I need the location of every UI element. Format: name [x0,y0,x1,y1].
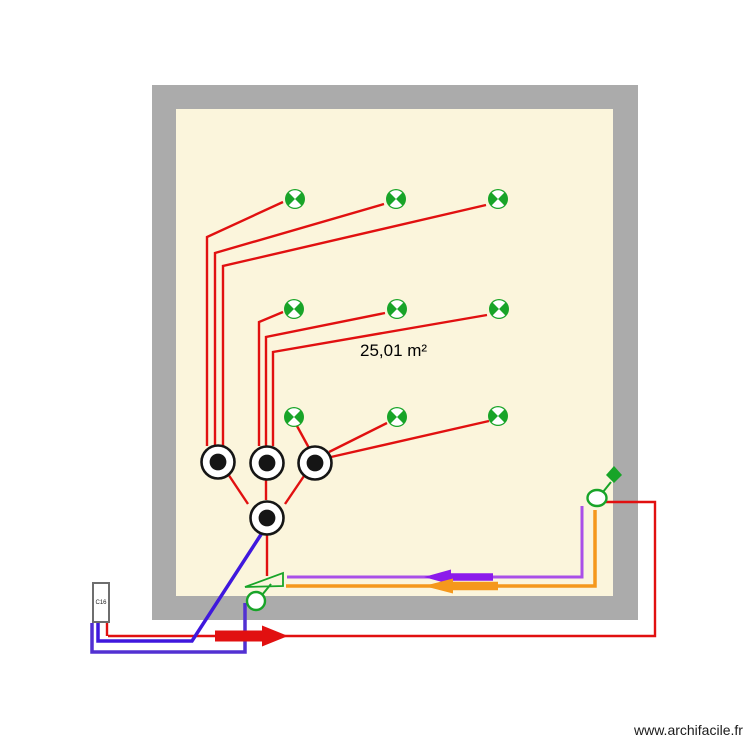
red-wire [264,311,386,446]
red-wire [205,200,284,446]
watermark-text: www.archifacile.fr [634,722,743,738]
ceiling-spotlight-icon[interactable] [489,299,509,319]
ceiling-spotlight-icon[interactable] [488,189,508,209]
ceiling-spotlight-icon[interactable] [387,299,407,319]
ceiling-spotlight-icon[interactable] [387,407,407,427]
switch-icon[interactable] [297,445,333,481]
ceiling-spotlight-icon[interactable] [285,189,305,209]
red-wire [328,421,388,454]
red-wire [221,203,487,446]
cable-outlet-icon[interactable] [586,466,623,508]
red-wire [227,473,249,505]
blue-wire [96,532,264,643]
ceiling-spotlight-icon[interactable] [284,407,304,427]
ceiling-spotlight-icon[interactable] [386,189,406,209]
switch-icon[interactable] [200,444,236,480]
red-wire [213,202,385,446]
orange-flow-arrow [424,578,498,594]
circuit-breaker-label: C16 [95,599,107,606]
purple-wire [287,506,584,579]
ceiling-spotlight-icon[interactable] [488,406,508,426]
circuit-breaker[interactable]: C16 [92,582,110,623]
red-wire [108,500,657,638]
red-wire [295,425,311,449]
switch-icon[interactable] [249,445,285,481]
red-wire [284,475,305,505]
orange-wire [286,510,597,588]
ceiling-spotlight-icon[interactable] [284,299,304,319]
red-wire [271,313,488,446]
room-area-label[interactable]: 25,01 m² [360,341,428,360]
red-wire [330,419,490,459]
purple-flow-arrow [424,569,493,585]
wall-light-icon[interactable] [244,571,284,612]
red-flow-arrow [215,625,288,647]
switch-icon[interactable] [249,500,285,536]
red-wire [257,310,284,446]
blue2-wire [90,603,247,654]
